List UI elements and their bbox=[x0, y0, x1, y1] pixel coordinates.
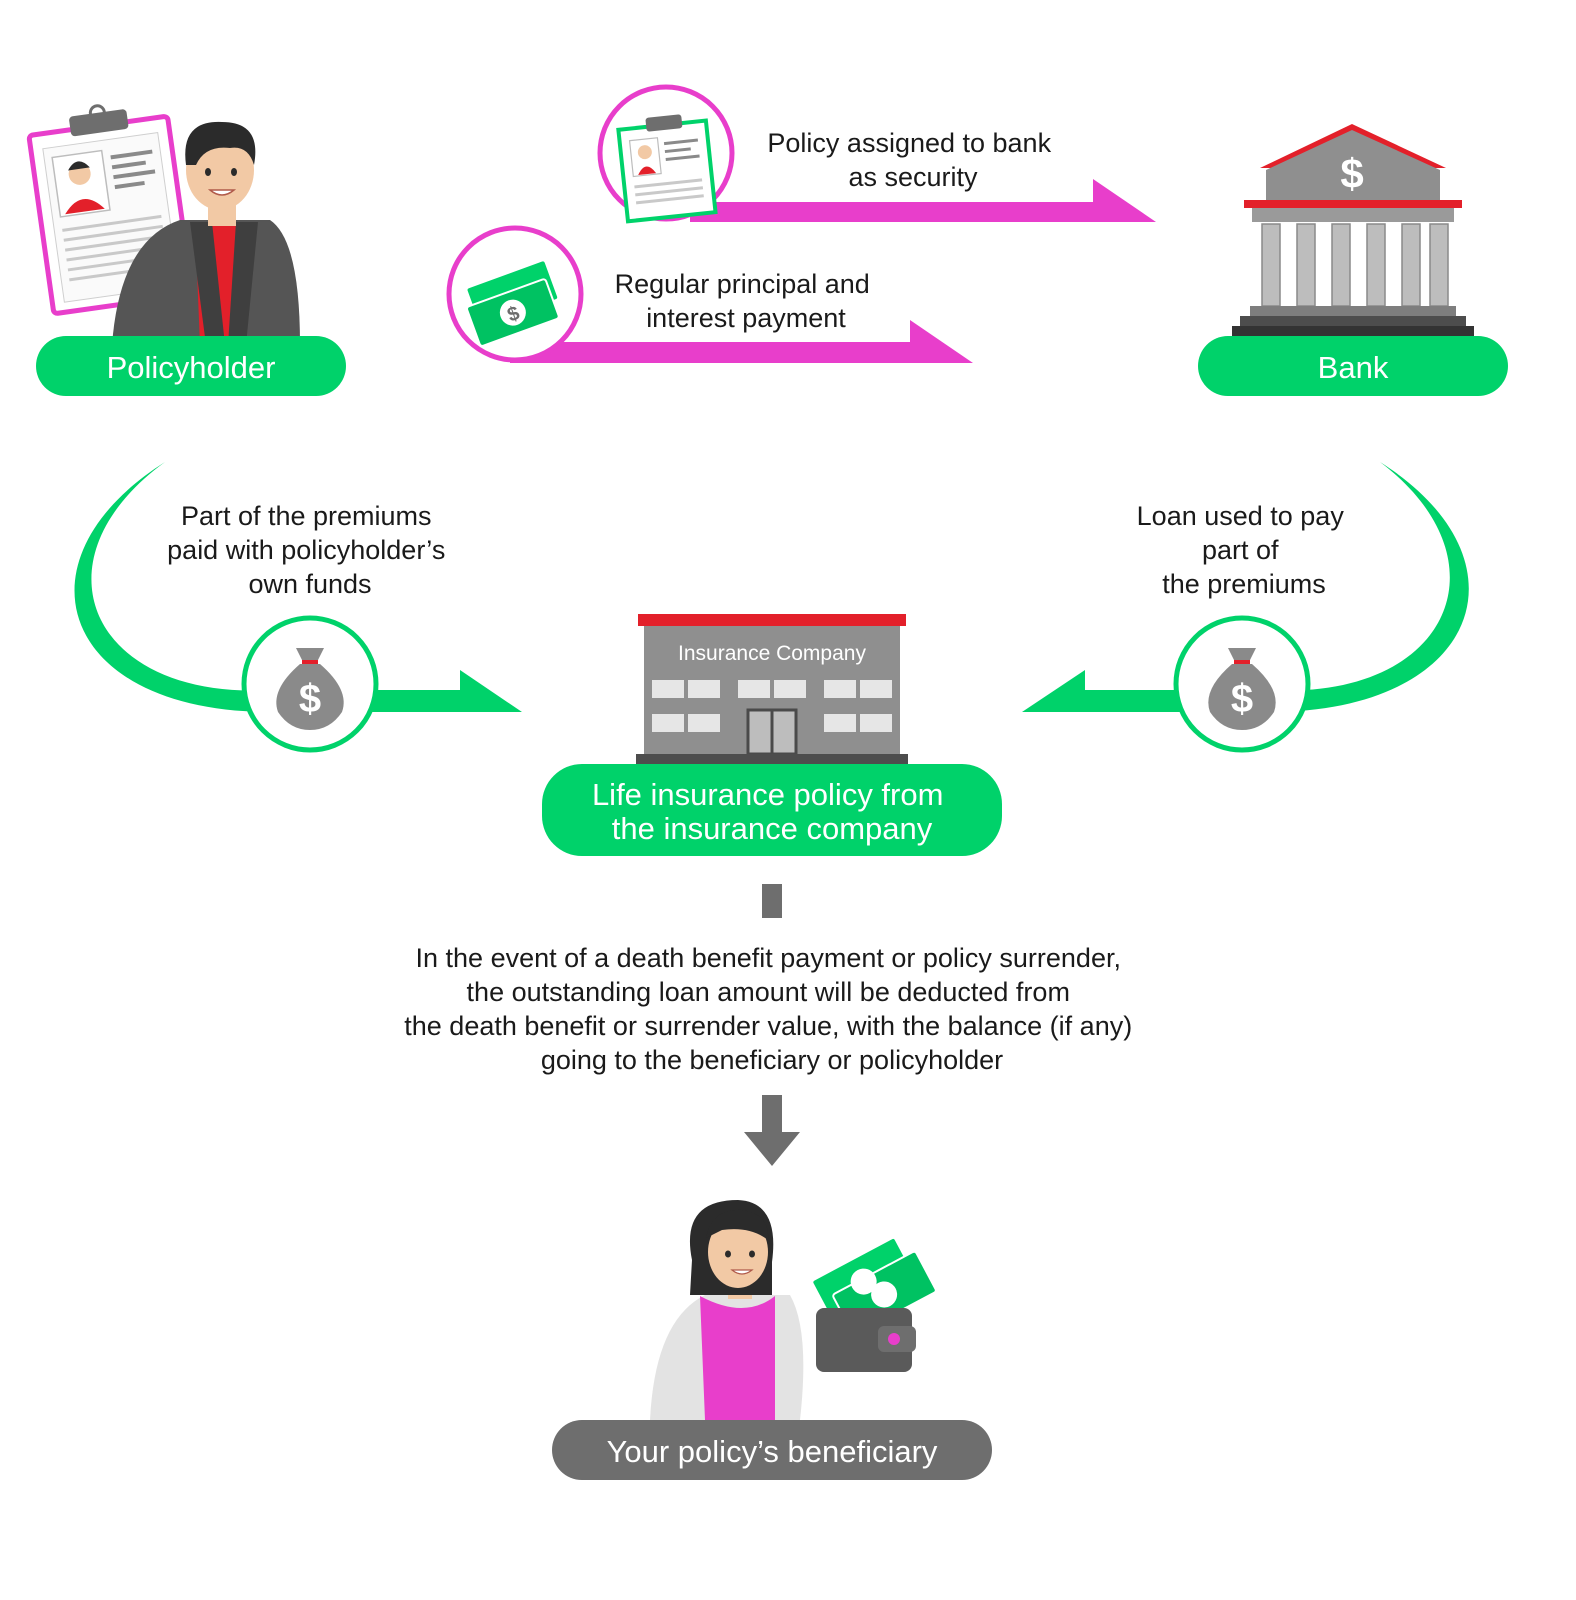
loan-arrow bbox=[1022, 462, 1469, 712]
policyholder-node: Policyholder bbox=[36, 336, 346, 396]
connector-bar bbox=[762, 884, 782, 918]
outcome-text: In the event of a death benefit payment … bbox=[404, 943, 1139, 1075]
insurer-node: Life insurance policy from the insurance… bbox=[542, 764, 1002, 856]
bank-label: Bank bbox=[1318, 350, 1389, 385]
building-sign: Insurance Company bbox=[678, 642, 866, 665]
loan-text: Loan used to pay part of the premiums bbox=[1137, 501, 1352, 599]
bank-node: Bank bbox=[1198, 336, 1508, 396]
assignment-flow: Policy assigned to bank as security bbox=[597, 84, 1156, 224]
own-funds-flow: $ Part of the premiums paid with policyh… bbox=[74, 462, 522, 753]
insurance-building-icon: Insurance Company bbox=[636, 614, 908, 764]
own-funds-arrow bbox=[74, 462, 522, 712]
assignment-text: Policy assigned to bank as security bbox=[767, 128, 1058, 192]
bank-dollar-sign: $ bbox=[1340, 150, 1363, 197]
beneficiary-label: Your policy’s beneficiary bbox=[607, 1434, 938, 1469]
policyholder-label: Policyholder bbox=[107, 350, 276, 385]
down-arrow-icon bbox=[744, 1095, 800, 1166]
policyholder-illustration bbox=[26, 104, 300, 345]
repayment-text: Regular principal and interest payment bbox=[615, 269, 878, 333]
repayment-arrow bbox=[510, 320, 973, 363]
money-bag-dollar-sign: $ bbox=[1231, 677, 1253, 721]
wallet-icon bbox=[811, 1237, 937, 1372]
bank-icon: $ bbox=[1232, 124, 1474, 336]
loan-flow: $ Loan used to pay part of the premiums bbox=[1022, 462, 1469, 753]
beneficiary-illustration bbox=[650, 1200, 804, 1420]
money-bag-dollar-sign: $ bbox=[299, 677, 321, 721]
assignment-arrow bbox=[690, 179, 1156, 222]
beneficiary-node: Your policy’s beneficiary bbox=[552, 1420, 992, 1480]
insurer-label: Life insurance policy from the insurance… bbox=[592, 777, 952, 846]
repayment-flow: $ Regular principal and interest payment bbox=[446, 225, 973, 363]
own-funds-text: Part of the premiums paid with policyhol… bbox=[167, 501, 453, 599]
